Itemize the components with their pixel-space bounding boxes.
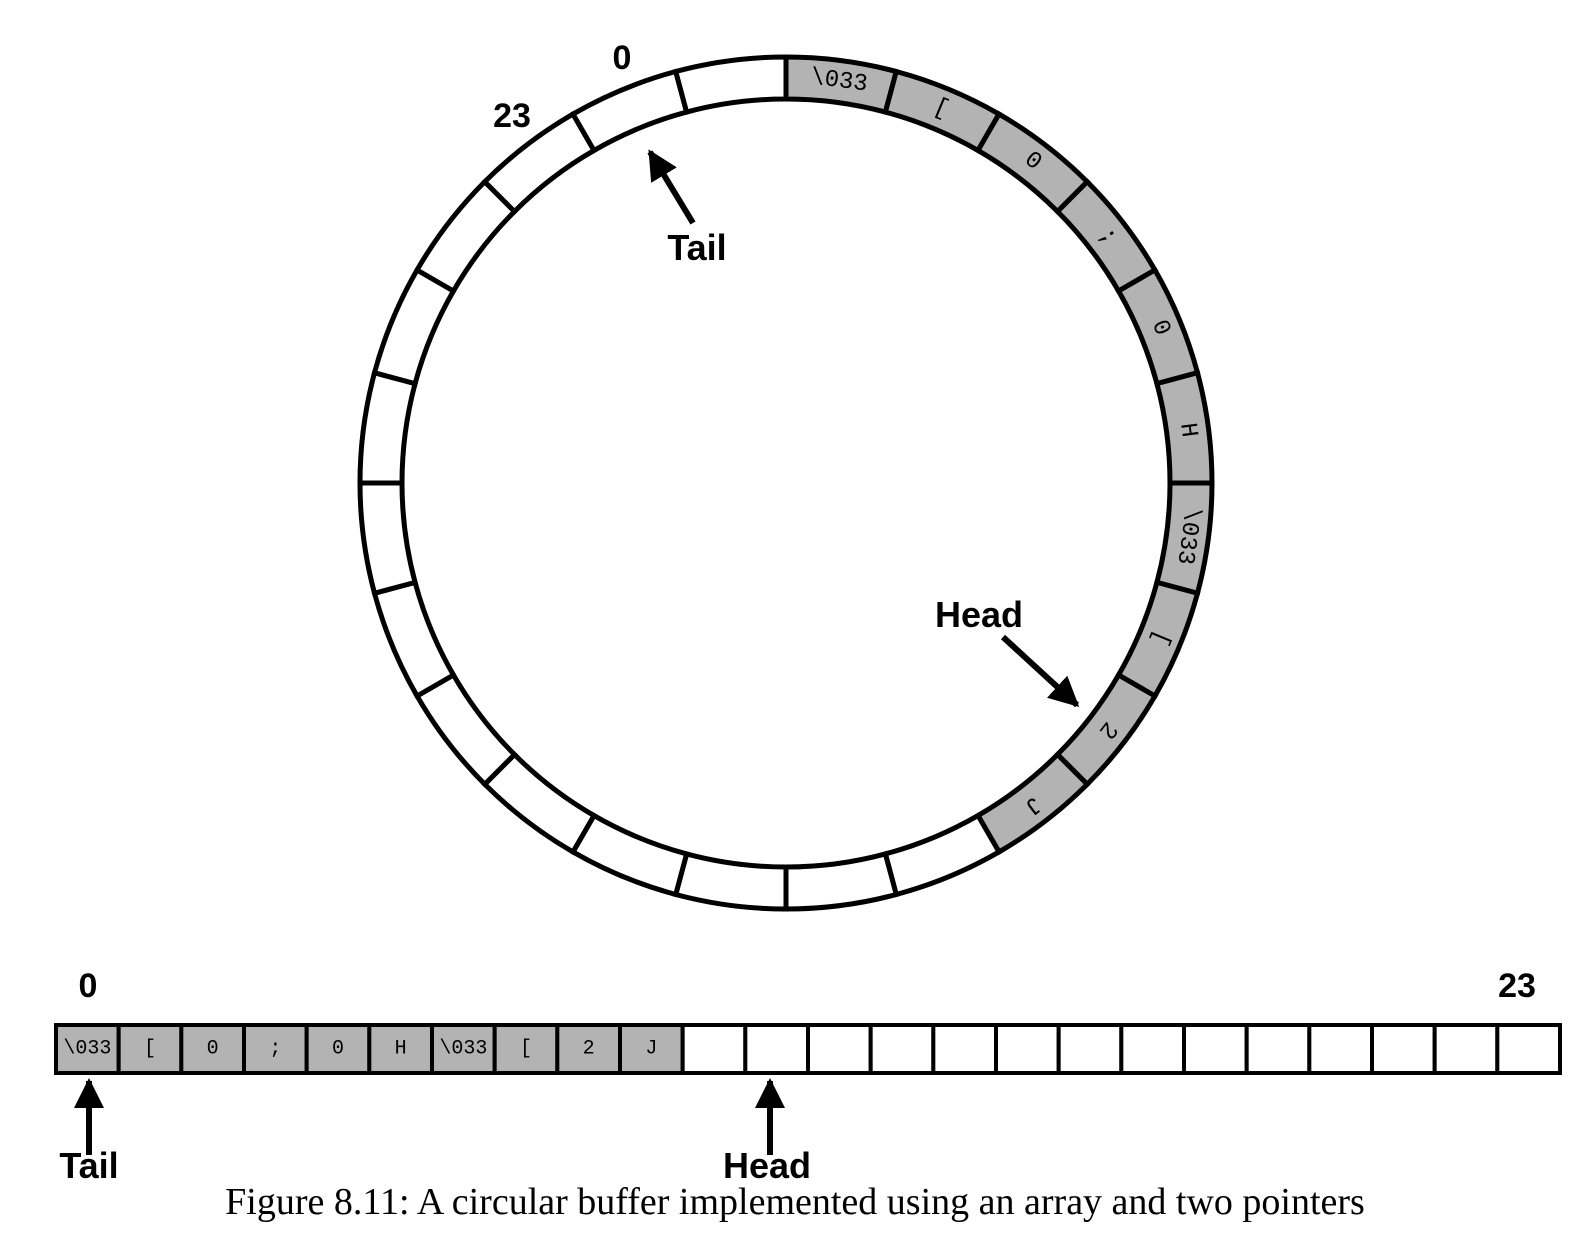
- array-cell: [1370, 1023, 1437, 1075]
- array-cell: [1307, 1023, 1375, 1075]
- circular-buffer-diagram: \033[0;0H\033[2J 0 23 Tail Head 0 23 \03…: [54, 39, 1563, 1180]
- ring-cell: [413, 671, 519, 788]
- ring-tail-arrow: [647, 149, 696, 225]
- array-cell-value: J: [645, 1038, 657, 1061]
- array-cell: [1119, 1023, 1187, 1075]
- array-cell: [430, 1023, 497, 1075]
- array-cell: [1244, 1023, 1312, 1075]
- ring-first-index-label: 0: [613, 39, 632, 77]
- ring-cell: [569, 68, 690, 154]
- array-cell: [868, 1023, 936, 1075]
- array-cell: [806, 1023, 873, 1075]
- array-cell-value: H: [395, 1038, 407, 1061]
- array-cell: [304, 1023, 372, 1075]
- ring-tail-label: Tail: [667, 227, 726, 268]
- linear-array: \033 [0; 0 H \033 [2 J: [54, 1023, 1563, 1075]
- array-cell: [116, 1023, 184, 1075]
- ring-cell: [357, 369, 419, 486]
- ring-cell: [882, 812, 1003, 898]
- array-tail-label: Tail: [59, 1145, 118, 1180]
- array-cell-value: [: [144, 1038, 156, 1061]
- array-last-index-label: 23: [1498, 967, 1536, 1005]
- array-first-index-label: 0: [79, 967, 98, 1005]
- ring-cell: [672, 54, 789, 116]
- array-cell: [680, 1023, 748, 1075]
- array-cell-value: [: [520, 1038, 532, 1061]
- array-cell: [931, 1023, 998, 1075]
- figure-caption: Figure 8.11: A circular buffer implement…: [225, 1181, 1365, 1223]
- ring-cell: [371, 579, 457, 700]
- array-cell-value: 2: [583, 1038, 595, 1061]
- array-cell: [1056, 1023, 1124, 1075]
- ring-cell: [783, 850, 900, 912]
- array-cell: [1182, 1023, 1249, 1075]
- ring-last-index-label: 23: [493, 97, 531, 135]
- array-cell-value: 0: [207, 1038, 219, 1061]
- array-cell-value: \033: [63, 1038, 111, 1061]
- array-head-label: Head: [723, 1145, 811, 1180]
- array-cell-value: 0: [332, 1038, 344, 1061]
- array-cell-value: ;: [269, 1038, 281, 1061]
- array-cell: [994, 1023, 1061, 1075]
- ring-cell: [357, 480, 419, 597]
- array-cell: [1495, 1023, 1563, 1075]
- array-cell-value: \033: [439, 1038, 487, 1061]
- ring-cell: [672, 850, 789, 912]
- ring-head-arrow: [1000, 634, 1080, 708]
- ring-cell-value: H: [1173, 421, 1202, 439]
- array-cell: [743, 1023, 810, 1075]
- ring-buffer: \033[0;0H\033[2J: [357, 54, 1215, 912]
- ring-head-label: Head: [935, 594, 1023, 635]
- array-cell: [1432, 1023, 1500, 1075]
